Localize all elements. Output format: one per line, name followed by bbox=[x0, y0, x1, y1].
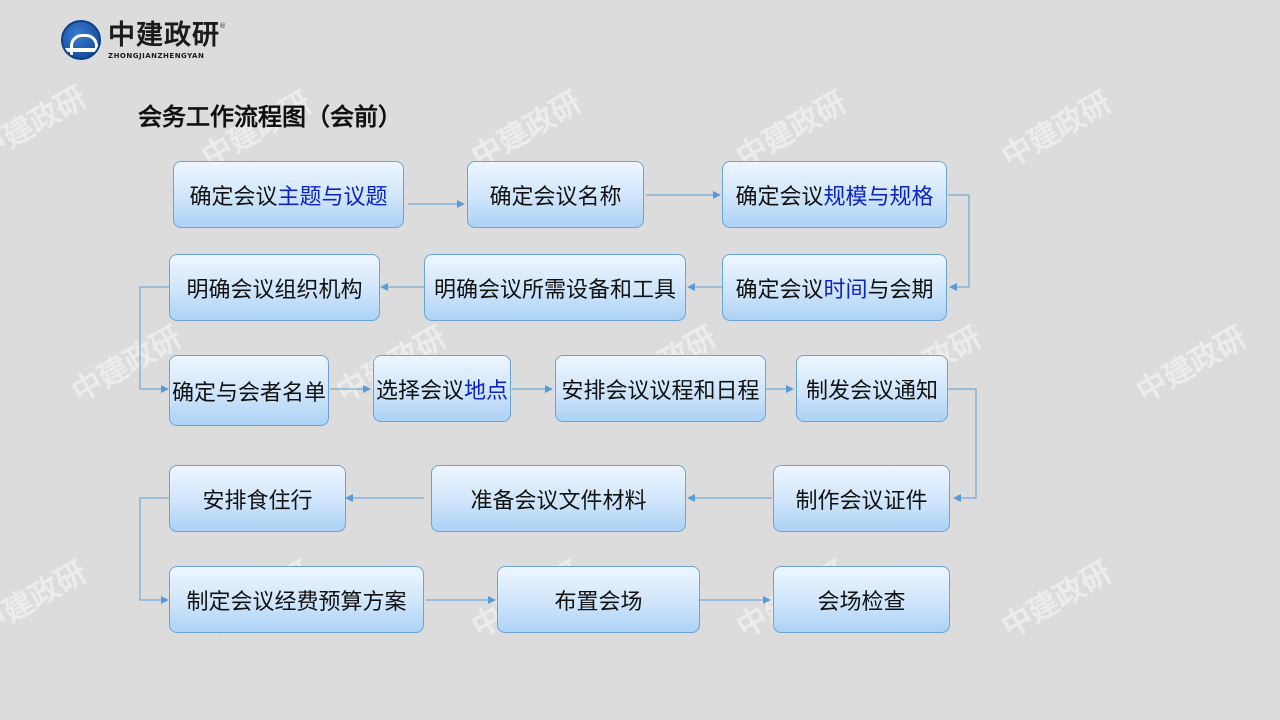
step-text: 选择会议 bbox=[375, 378, 464, 404]
step-13-box: 安排食住行 bbox=[169, 465, 346, 532]
step-text: 明确会议所需设备和工具 bbox=[433, 277, 676, 303]
arrow-10-11 bbox=[948, 388, 977, 502]
step-highlight: 规模与规格 bbox=[823, 184, 934, 210]
step-5-box: 明确会议所需设备和工具 bbox=[424, 254, 686, 321]
brand-logo: 中建政研 ZHONGJIANZHENGYAN bbox=[61, 20, 220, 60]
registered-mark: ® bbox=[219, 22, 226, 30]
step-text: 确定会议 bbox=[189, 184, 278, 210]
step-1-box: 确定会议主题与议题 bbox=[173, 161, 404, 228]
arrow-6-7 bbox=[139, 286, 169, 393]
step-2-box: 确定会议名称 bbox=[467, 161, 644, 228]
page-title: 会务工作流程图（会前） bbox=[138, 103, 402, 131]
step-text: 制作会议证件 bbox=[795, 488, 928, 514]
step-14-box: 制定会议经费预算方案 bbox=[169, 566, 424, 633]
arrow-3-4 bbox=[948, 194, 970, 291]
step-8-box: 选择会议地点 bbox=[373, 355, 511, 422]
brand-name-en: ZHONGJIANZHENGYAN bbox=[108, 51, 205, 60]
step-text: 确定会议 bbox=[735, 277, 824, 303]
step-text: 与会期 bbox=[867, 277, 934, 303]
step-text: 制定会议经费预算方案 bbox=[186, 589, 407, 615]
arrow-13-14 bbox=[139, 497, 169, 604]
step-text: 确定会议 bbox=[735, 184, 824, 210]
step-highlight: 时间 bbox=[823, 277, 868, 303]
step-text: 确定会议名称 bbox=[489, 184, 622, 210]
step-text: 准备会议文件材料 bbox=[470, 488, 647, 514]
step-10-box: 制发会议通知 bbox=[796, 355, 948, 422]
step-text: 制发会议通知 bbox=[805, 378, 938, 404]
step-16-box: 会场检查 bbox=[773, 566, 950, 633]
step-highlight: 地点 bbox=[464, 378, 509, 404]
step-9-box: 安排会议议程和日程 bbox=[555, 355, 766, 422]
step-11-box: 制作会议证件 bbox=[773, 465, 950, 532]
step-highlight: 主题与议题 bbox=[277, 184, 388, 210]
step-text: 安排会议议程和日程 bbox=[561, 378, 760, 404]
step-7-box: 确定与会者名单 bbox=[169, 355, 329, 426]
step-4-box: 确定会议时间与会期 bbox=[722, 254, 947, 321]
step-text: 确定与会者名单 bbox=[171, 380, 326, 406]
step-text: 会场检查 bbox=[817, 589, 906, 615]
step-text: 布置会场 bbox=[554, 589, 643, 615]
logo-emblem-icon bbox=[61, 20, 101, 60]
step-text: 安排食住行 bbox=[202, 488, 313, 514]
step-3-box: 确定会议规模与规格 bbox=[722, 161, 947, 228]
step-6-box: 明确会议组织机构 bbox=[169, 254, 380, 321]
step-15-box: 布置会场 bbox=[497, 566, 700, 633]
step-12-box: 准备会议文件材料 bbox=[431, 465, 686, 532]
brand-name-cn: 中建政研 bbox=[108, 19, 220, 51]
step-text: 明确会议组织机构 bbox=[186, 277, 363, 303]
